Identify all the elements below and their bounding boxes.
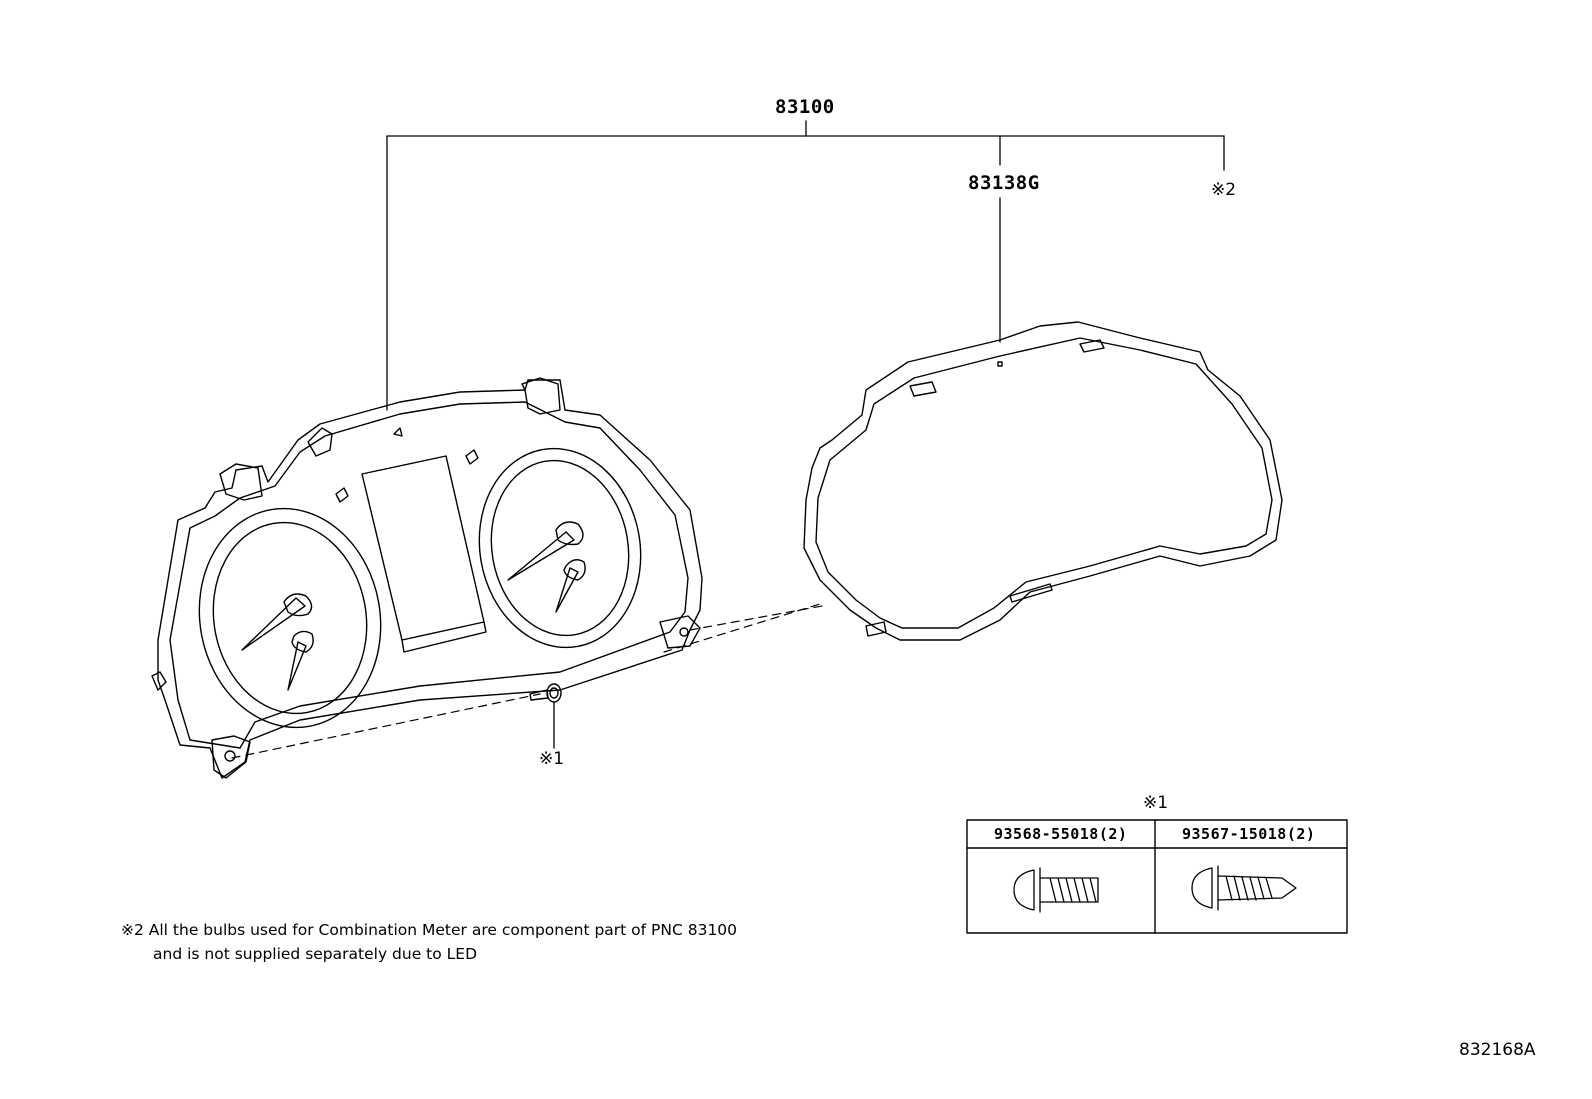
meter-glass	[803, 321, 1283, 641]
label-83100: 83100	[775, 96, 835, 118]
assembly-dashed-lines	[231, 603, 823, 759]
table-title: ※1	[1143, 793, 1169, 813]
table-part-1: 93568-55018(2)	[994, 825, 1128, 843]
leader-lines	[386, 120, 1225, 749]
diagram-code: 832168A	[1459, 1040, 1536, 1060]
screw-93568-icon	[1013, 867, 1099, 913]
screw	[529, 683, 562, 703]
screw-93567-icon	[1191, 865, 1297, 911]
label-ref-2: ※2	[1211, 180, 1237, 200]
combination-meter	[151, 377, 703, 779]
note-line-2: and is not supplied separately due to LE…	[153, 945, 478, 963]
parts-table	[966, 819, 1348, 934]
label-ref-1: ※1	[539, 749, 565, 769]
table-part-2: 93567-15018(2)	[1182, 825, 1316, 843]
label-83138g: 83138G	[968, 172, 1040, 194]
note-line-1: ※2 All the bulbs used for Combination Me…	[121, 921, 738, 939]
